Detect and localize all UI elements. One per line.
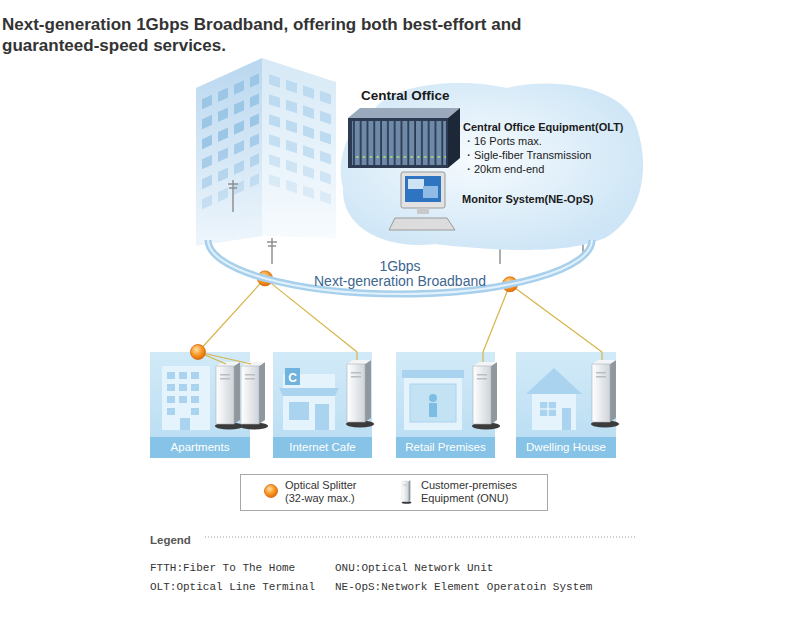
text-slot: Monitor System(NE-OpS) [462, 189, 593, 207]
fiber-connector [483, 284, 510, 352]
premise-box: Internet Cafe [273, 352, 372, 458]
office-label: ・16 Ports max. [463, 135, 542, 148]
text-slot: ・16 Ports max. [463, 131, 542, 149]
olt-rack [348, 108, 460, 168]
building-windows [202, 73, 259, 209]
text-slot: 1Gbps [205, 257, 595, 275]
label-slot: OLT:Optical Line Terminal [150, 576, 315, 594]
ring-label: Next-generation Broadband [314, 274, 486, 289]
ring-label: 1Gbps [379, 259, 420, 274]
title-slot: Next-generation 1Gbps Broadband, offerin… [2, 14, 572, 56]
building-windows [269, 74, 331, 204]
label-slot: FTTH:Fiber To The Home [150, 557, 295, 575]
office-equipment [335, 78, 465, 250]
sign-letter: C [288, 370, 297, 387]
abbreviation: FTTH:Fiber To The Home [150, 562, 295, 575]
office-label: Central Office Equipment(OLT) [463, 121, 624, 134]
text-slot: ・20km end-end [463, 159, 544, 177]
premise-box: Retail Premises [396, 352, 495, 458]
office-building [196, 58, 336, 246]
onu-sample [401, 479, 415, 505]
premise-label: Internet Cafe [273, 437, 372, 458]
text-slot: Central Office [361, 86, 450, 104]
label-slot: C [285, 368, 300, 387]
office-label: ・Sigle-fiber Transmission [463, 149, 591, 162]
abbreviation: ONU:Optical Network Unit [335, 562, 493, 575]
label-slot: NE-OpS:Network Element Operatoin System [335, 576, 592, 594]
fiber-connector [198, 278, 265, 352]
text-slot: Central Office Equipment(OLT) [463, 117, 624, 135]
office-label: Monitor System(NE-OpS) [462, 193, 593, 206]
abbreviation: NE-OpS:Network Element Operatoin System [335, 581, 592, 594]
legend-rule [205, 537, 637, 538]
premise-label: Apartments [150, 437, 250, 458]
label-slot: ONU:Optical Network Unit [335, 557, 493, 575]
text-slot: ・Sigle-fiber Transmission [463, 145, 591, 163]
legend-heading: Legend [150, 533, 191, 547]
office-label: ・20km end-end [463, 163, 544, 176]
legend-slot: Optical Splitter (32-way max.) [285, 479, 371, 506]
fiber-connector [510, 284, 602, 352]
abbreviation: OLT:Optical Line Terminal [150, 581, 315, 594]
monitor-computer [389, 172, 455, 230]
office-label: Central Office [361, 88, 450, 104]
legend-text: Optical Splitter (32-way max.) [285, 479, 371, 505]
legend-box: Optical Splitter (32-way max.) Customer-… [240, 474, 548, 511]
premise-label: Retail Premises [396, 437, 495, 458]
text-slot: Next-generation Broadband [205, 272, 595, 290]
legend-text: Customer-premises Equipment (ONU) [421, 479, 533, 505]
premise-box: Dwelling House [516, 352, 616, 458]
central-office-area: Central OfficeCentral Office Equipment(O… [335, 78, 647, 250]
page-title: Next-generation 1Gbps Broadband, offerin… [2, 14, 572, 56]
label-slot: Legend [150, 530, 191, 548]
premise-label: Dwelling House [516, 437, 616, 458]
premise-box: Apartments [150, 352, 250, 458]
splitter-sample [263, 483, 279, 499]
legend-slot: Customer-premises Equipment (ONU) [421, 479, 533, 506]
